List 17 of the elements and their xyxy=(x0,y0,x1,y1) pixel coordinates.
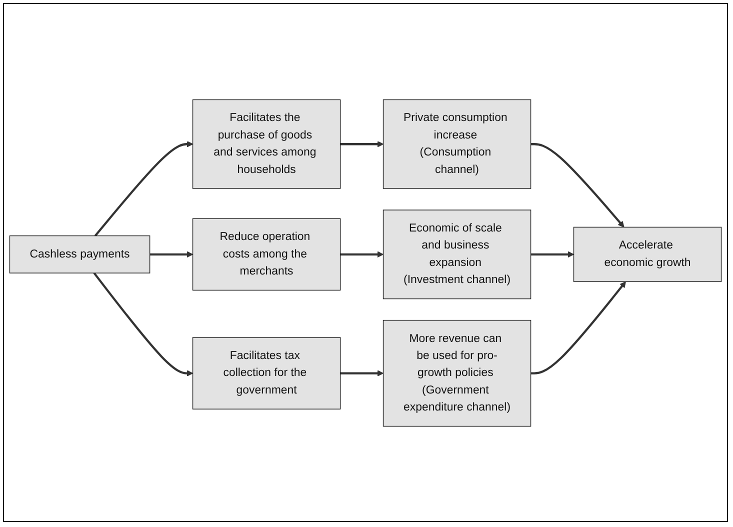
arrow xyxy=(340,250,384,258)
arrow xyxy=(150,250,194,258)
node-box: Economic of scale and business expansion (Investment channel) xyxy=(382,209,532,299)
node-box: Private consumption increase (Consumption channel) xyxy=(382,98,532,188)
arrow xyxy=(530,280,626,374)
node-box: Accelerate economic growth xyxy=(573,226,722,282)
arrow xyxy=(340,370,384,376)
arrow xyxy=(530,142,624,227)
arrow xyxy=(340,140,384,147)
node-box: More revenue can be used for pro-growth policies (Government expenditure channel) xyxy=(382,319,532,426)
arrow xyxy=(93,272,194,376)
node-box: Cashless payments xyxy=(9,234,150,273)
arrow xyxy=(530,250,574,258)
node-box: Facilitates tax collection for the government xyxy=(192,336,341,409)
node-box: Reduce operation costs among the merchants xyxy=(192,218,341,290)
arrow xyxy=(94,140,194,236)
node-box: Facilitates the purchase of goods and services among households xyxy=(192,98,341,188)
